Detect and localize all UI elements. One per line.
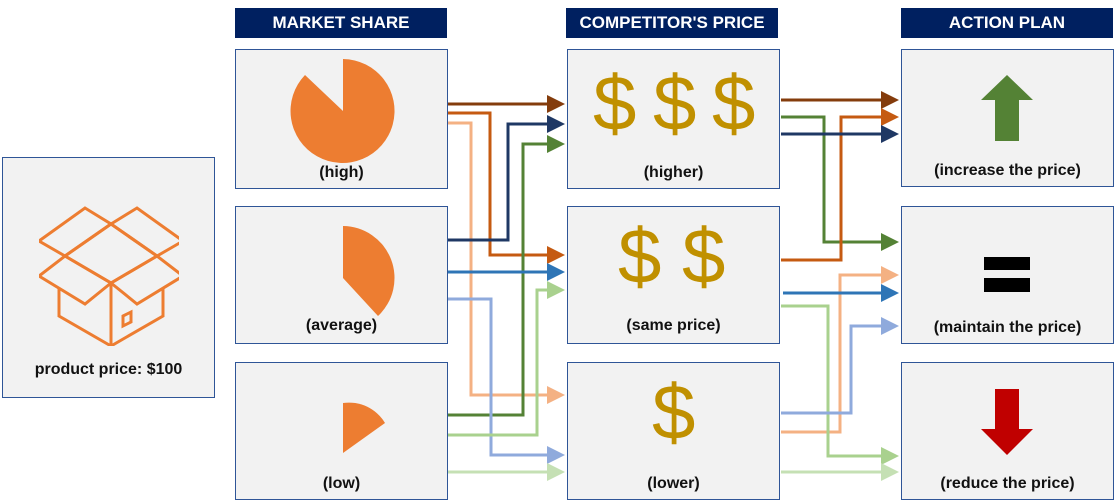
- action-reduce: (reduce the price): [901, 362, 1114, 500]
- market-share-low: (low): [235, 362, 448, 500]
- action-maintain-label: (maintain the price): [933, 319, 1082, 336]
- market-share-low-label: (low): [322, 475, 361, 492]
- header-competitor-price: COMPETITOR'S PRICE: [566, 8, 778, 38]
- dollar-icon: $: [712, 59, 756, 147]
- pie-small-icon: [343, 402, 385, 453]
- competitor-price-lower: $ (lower): [567, 362, 780, 500]
- pie-large-icon: [290, 59, 395, 163]
- competitor-price-higher-label: (higher): [643, 164, 704, 181]
- market-share-high: (high): [235, 49, 448, 189]
- dollar-icon: $: [618, 212, 662, 300]
- product-price-label: product price: $100: [34, 361, 183, 378]
- competitor-price-lower-label: (lower): [647, 475, 700, 492]
- action-maintain: (maintain the price): [901, 206, 1114, 344]
- competitor-price-higher: $ $ $ (higher): [567, 49, 780, 189]
- action-increase: (increase the price): [901, 49, 1114, 187]
- down-arrow-icon: [981, 389, 1033, 455]
- market-share-high-label: (high): [319, 164, 364, 181]
- dollar-icon: $: [653, 59, 697, 147]
- dollar-icon: $: [682, 212, 726, 300]
- market-share-average: (average): [235, 206, 448, 344]
- competitor-price-same-label: (same price): [626, 317, 721, 334]
- pie-medium-icon: [343, 226, 395, 316]
- competitor-price-same: $ $ (same price): [567, 206, 780, 344]
- dollar-icon: $: [652, 368, 696, 456]
- dollar-icon: $: [593, 59, 637, 147]
- header-market-share: MARKET SHARE: [235, 8, 447, 38]
- equals-icon: [984, 257, 1030, 292]
- header-action-plan: ACTION PLAN: [901, 8, 1113, 38]
- up-arrow-icon: [981, 75, 1033, 141]
- market-share-average-label: (average): [305, 317, 378, 334]
- action-increase-label: (increase the price): [934, 162, 1081, 179]
- product-box: product price: $100: [2, 157, 215, 398]
- action-reduce-label: (reduce the price): [940, 475, 1075, 492]
- open-box-icon: [39, 206, 179, 346]
